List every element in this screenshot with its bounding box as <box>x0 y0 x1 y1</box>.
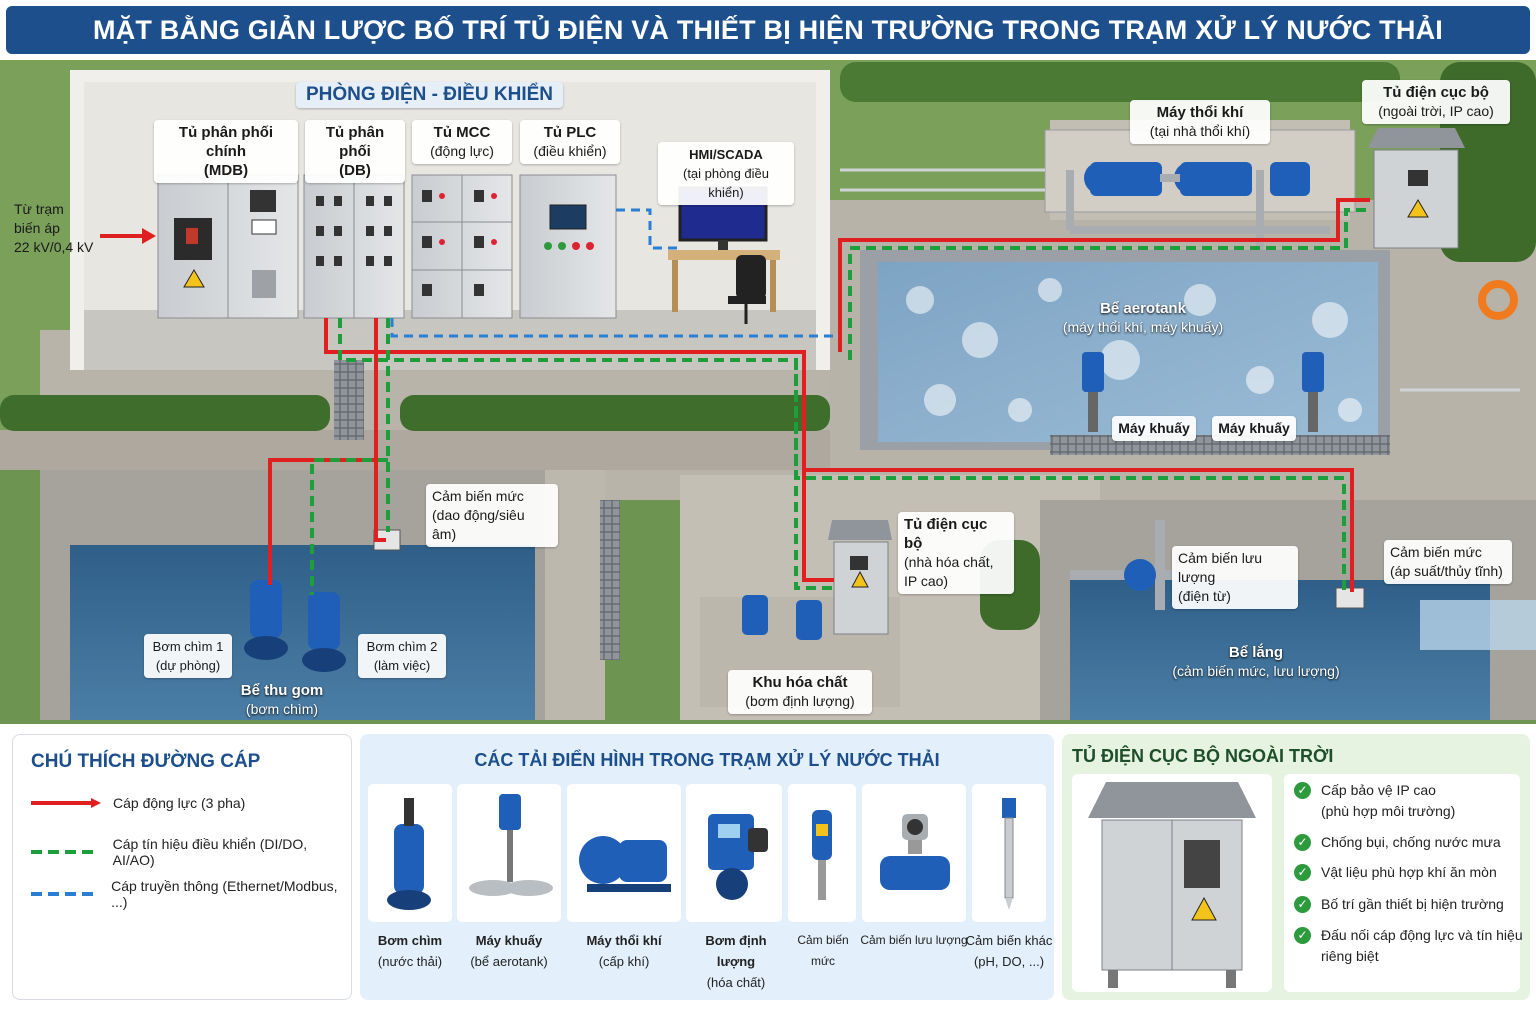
sump-label: Bể thu gom(bơm chìm) <box>240 682 324 717</box>
outdoor-cabinet-image <box>1072 774 1272 992</box>
load-label-level-sensor: Cảm biến mức <box>797 933 849 968</box>
db-cabinet <box>303 174 405 319</box>
card-flow-sensor <box>862 784 966 922</box>
local-panel-top-label: Tủ điện cục bộ(ngoài trời, IP cao) <box>1362 80 1510 124</box>
page-title: MẶT BẰNG GIẢN LƯỢC BỐ TRÍ TỦ ĐIỆN VÀ THI… <box>6 6 1530 54</box>
hedge <box>0 395 330 431</box>
incoming-supply-label: Từ trạm biến áp 22 kV/0,4 kV <box>14 201 94 255</box>
load-label-dosing-pump: Bơm định lượng(hóa chất) <box>705 933 767 990</box>
card-mixer <box>457 784 561 922</box>
dosing-pump-icon <box>708 814 768 900</box>
load-label-mixer: Máy khuấy(bể aerotank) <box>470 933 548 969</box>
ph-sensor-icon <box>1002 798 1016 910</box>
check-item-4: ✓Bố trí gần thiết bị hiện trường <box>1294 894 1504 915</box>
submersible-pump-icon <box>387 798 431 910</box>
local-panel-top <box>1368 128 1465 249</box>
check-item-2: ✓Chống bụi, chống nước mưa <box>1294 832 1501 853</box>
aerotank-label: Bể aerotank(máy thổi khí, máy khuấy) <box>1062 300 1224 335</box>
blower-label: Máy thổi khí(tại nhà thổi khí) <box>1130 100 1270 144</box>
signal-cable-routes <box>310 208 1370 595</box>
dosing-pumps <box>742 595 822 640</box>
typical-loads-panel: CÁC TẢI ĐIỂN HÌNH TRONG TRẠM XỬ LÝ NƯỚC … <box>360 734 1054 1000</box>
load-label-other-sensor: Cảm biến khác(pH, DO, ...) <box>965 933 1053 969</box>
level-sensor-right-label: Cảm biến mức(áp suất/thủy tĩnh) <box>1384 540 1512 584</box>
legend-title: CHÚ THÍCH ĐƯỜNG CÁP <box>31 751 261 772</box>
submersible-pumps <box>244 580 346 672</box>
flow-sensor-icon <box>880 814 950 890</box>
mdb-label: Tủ phân phối chính(MDB) <box>154 120 298 183</box>
site-plan-drawing <box>0 60 1536 724</box>
chem-area-label: Khu hóa chất(bơm định lượng) <box>728 670 872 714</box>
legend-item-power: Cáp động lực (3 pha) <box>31 795 245 811</box>
mixer-2-label: Máy khuấy <box>1212 416 1296 441</box>
incoming-power-arrow <box>100 228 156 244</box>
check-icon: ✓ <box>1294 864 1311 881</box>
legend-item-comm: Cáp truyền thông (Ethernet/Modbus, ...) <box>31 878 338 910</box>
pump-1-label: Bơm chìm 1(dự phòng) <box>144 634 232 678</box>
mdb-cabinet <box>157 174 299 319</box>
card-submersible-pump <box>368 784 452 922</box>
load-label-flow-sensor: Cảm biến lưu lượng <box>860 933 968 947</box>
mixer-1-label: Máy khuấy <box>1112 416 1196 441</box>
comm-cable-routes <box>390 208 836 338</box>
mcc-label: Tủ MCC(động lực) <box>412 120 512 164</box>
local-panel-mid-label: Tủ điện cục bộ(nhà hóa chất,IP cao) <box>898 512 1014 594</box>
db-label: Tủ phân phối(DB) <box>305 120 405 183</box>
flow-sensor-label: Cảm biến lưu lượng(điện từ) <box>1172 546 1298 609</box>
settling-label: Bể lắng(cảm biến mức, lưu lượng) <box>1172 644 1340 679</box>
card-level-sensor <box>788 784 856 922</box>
plc-label: Tủ PLC(điều khiển) <box>520 120 620 164</box>
outdoor-title: TỦ ĐIỆN CỤC BỘ NGOÀI TRỜI <box>1072 746 1334 766</box>
local-panel-mid <box>828 520 892 635</box>
level-sensor-left-label: Cảm biến mức(dao động/siêu âm) <box>426 484 558 547</box>
mixer-icon <box>469 794 553 896</box>
blower-icon <box>579 836 671 892</box>
check-icon: ✓ <box>1294 896 1311 913</box>
cable-legend: CHÚ THÍCH ĐƯỜNG CÁP Cáp động lực (3 pha)… <box>12 734 352 1000</box>
sump-tank-water <box>70 545 535 720</box>
check-item-1: ✓Cấp bảo vệ IP cao(phù hợp môi trường) <box>1294 780 1455 822</box>
check-icon: ✓ <box>1294 927 1311 944</box>
load-label-blower: Máy thổi khí(cấp khí) <box>586 933 662 969</box>
blower-units <box>1084 162 1310 196</box>
card-blower <box>567 784 681 922</box>
pump-2-label: Bơm chìm 2(làm việc) <box>358 634 446 678</box>
check-icon: ✓ <box>1294 834 1311 851</box>
loads-title: CÁC TẢI ĐIỂN HÌNH TRONG TRẠM XỬ LÝ NƯỚC … <box>474 750 940 770</box>
load-label-submersible-pump: Bơm chìm(nước thải) <box>377 933 443 969</box>
plc-cabinet <box>519 174 617 319</box>
outdoor-cabinet-icon <box>1088 782 1256 988</box>
mixer-units <box>1082 352 1324 432</box>
level-sensor-icon <box>812 810 832 900</box>
power-cable-routes <box>268 198 1370 592</box>
site-plan: PHÒNG ĐIỆN - ĐIỀU KHIỂN Từ trạm biến áp … <box>0 60 1536 724</box>
outdoor-panel-section: TỦ ĐIỆN CỤC BỘ NGOÀI TRỜI <box>1062 734 1530 1000</box>
check-icon: ✓ <box>1294 782 1311 799</box>
mcc-cabinet <box>411 174 513 319</box>
legend-item-signal: Cáp tín hiệu điều khiển (DI/DO, AI/AO) <box>31 836 308 868</box>
check-item-3: ✓Vật liệu phù hợp khí ăn mòn <box>1294 862 1497 883</box>
card-other-sensor <box>972 784 1046 922</box>
card-dosing-pump <box>686 784 782 922</box>
room-title: PHÒNG ĐIỆN - ĐIỀU KHIỂN <box>296 82 564 108</box>
hmi-label: HMI/SCADA(tại phòng điều khiển) <box>658 142 794 205</box>
